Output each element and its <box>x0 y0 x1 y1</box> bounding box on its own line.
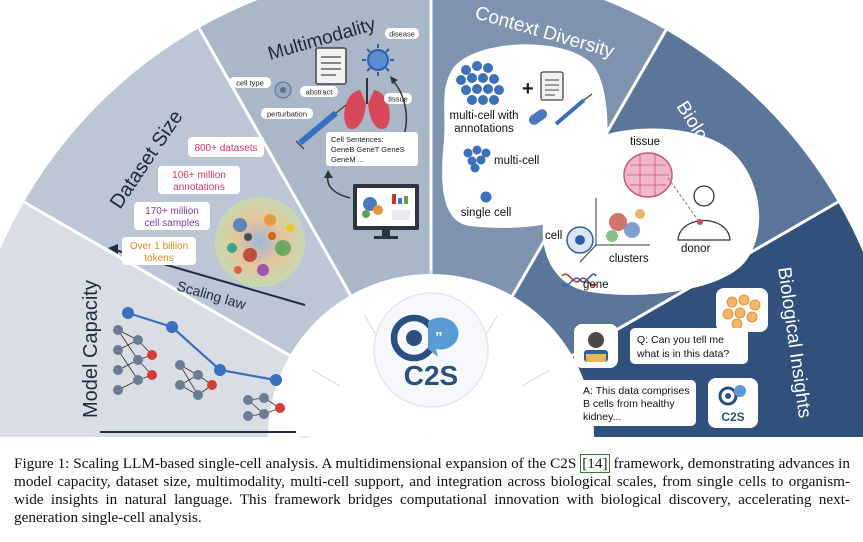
plus-sign: + <box>522 78 534 100</box>
monitor-icon <box>353 184 419 239</box>
tissue-scale-label: tissue <box>630 136 660 148</box>
user-avatar-icon <box>574 324 618 368</box>
svg-text:GeneB GeneT GeneS: GeneB GeneT GeneS <box>331 145 405 154</box>
svg-text:Q: Can you tell me: Q: Can you tell me <box>637 334 724 346</box>
model-capacity-title: Model Capacity <box>80 280 102 418</box>
svg-text:tokens: tokens <box>144 253 173 264</box>
svg-text:cell samples: cell samples <box>144 218 199 229</box>
cell-scale-label: cell <box>545 230 562 242</box>
svg-text:Cell Sentences:: Cell Sentences: <box>331 135 384 144</box>
logo-wordmark: C2S <box>404 360 458 391</box>
badge-tokens: Over 1 billion tokens <box>122 237 196 265</box>
svg-text:800+ datasets: 800+ datasets <box>194 143 257 154</box>
badge-datasets: 800+ datasets <box>188 137 264 157</box>
svg-text:Over 1 billion: Over 1 billion <box>130 241 188 252</box>
small-network-icon <box>243 393 285 421</box>
single-cell-icon <box>480 191 492 203</box>
annotation-doc-icon <box>540 71 564 101</box>
cycle-arrow-bottom <box>326 175 351 199</box>
svg-text:annotations: annotations <box>454 123 514 135</box>
syringe-small-icon <box>554 93 593 126</box>
cluster-plot-icon <box>579 198 650 263</box>
cell-icon <box>274 81 292 99</box>
svg-text:disease: disease <box>389 30 415 39</box>
cell-cluster-icon <box>456 61 504 105</box>
badge-cell-samples: 170+ million cell samples <box>134 202 210 230</box>
c2s-logo: ” C2S <box>390 314 459 391</box>
svg-text:170+ million: 170+ million <box>145 206 199 217</box>
multi-cell-annotations-label: multi-cell with <box>449 110 518 122</box>
badge-annotations: 106+ million annotations <box>158 166 240 194</box>
large-network-icon <box>113 325 157 395</box>
cell-sentences-box: Cell Sentences: GeneB GeneT GeneS GeneM … <box>326 132 418 166</box>
cell-type-label: cell type <box>229 77 271 88</box>
umap-embedding-image <box>215 197 305 287</box>
svg-text:tissue: tissue <box>388 95 408 104</box>
donor-label: donor <box>681 243 711 255</box>
gene-label: gene <box>583 279 609 291</box>
cells-image-bubble <box>716 288 768 332</box>
dna-icon <box>561 273 597 287</box>
svg-text:what is in this data?: what is in this data? <box>636 348 729 360</box>
figure-caption: Figure 1: Scaling LLM-based single-cell … <box>14 454 850 526</box>
scales-blob <box>542 128 760 295</box>
scaling-curve <box>127 311 277 382</box>
svg-text:kidney...: kidney... <box>583 411 621 423</box>
donor-figure-icon <box>677 185 731 241</box>
center-hub: ” C2S <box>268 270 594 438</box>
svg-text:A: This data comprises: A: This data comprises <box>583 385 690 397</box>
c2s-overview-figure: ” C2S Model Capacity Scaling law <box>0 0 863 439</box>
perturbation-label: perturbation <box>261 108 313 119</box>
document-icon <box>315 47 347 85</box>
svg-text:abstract: abstract <box>306 88 334 97</box>
cell-scale-icon <box>566 226 594 254</box>
svg-text:C2S: C2S <box>721 410 744 424</box>
multi-cell-label: multi-cell <box>494 155 539 167</box>
svg-text:annotations: annotations <box>173 182 225 193</box>
citation-link[interactable]: [14] <box>580 454 610 473</box>
answer-bubble: A: This data comprises B cells from heal… <box>576 380 696 426</box>
clusters-label: clusters <box>609 253 649 265</box>
c2s-mini-logo: C2S <box>708 378 758 428</box>
tissue-slice-icon <box>623 152 673 198</box>
svg-text:”: ” <box>435 329 443 346</box>
disease-label: disease <box>385 28 419 39</box>
medium-network-icon <box>175 360 217 400</box>
pill-icon <box>528 109 548 125</box>
svg-text:106+ million: 106+ million <box>172 170 226 181</box>
syringe-icon <box>295 104 347 150</box>
tissue-label: tissue <box>384 93 412 104</box>
svg-text:B cells from healthy: B cells from healthy <box>583 398 675 410</box>
virus-icon <box>362 44 394 76</box>
abstract-label: abstract <box>300 86 338 97</box>
multi-cell-icon <box>463 145 491 173</box>
svg-text:cell type: cell type <box>236 79 264 88</box>
cycle-arrow-top <box>391 79 408 136</box>
question-bubble: Q: Can you tell me what is in this data? <box>630 328 748 364</box>
multimodality-panel: Multimodality disease cell type abstract <box>229 14 419 239</box>
svg-text:perturbation: perturbation <box>267 110 307 119</box>
single-cell-label: single cell <box>461 207 512 219</box>
svg-text:GeneM ...: GeneM ... <box>331 155 364 164</box>
